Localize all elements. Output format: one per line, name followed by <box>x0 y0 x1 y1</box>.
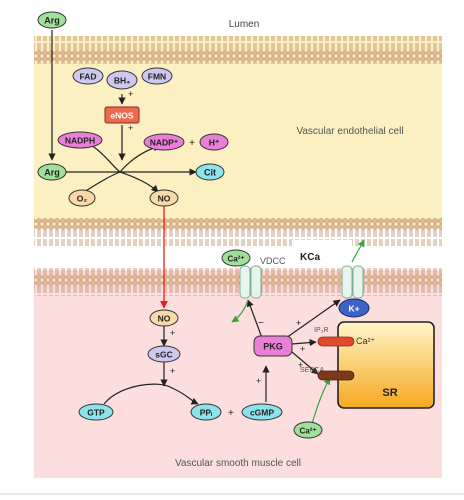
vdcc-channel-right <box>250 265 262 299</box>
node-pkg: PKG <box>253 335 293 357</box>
node-sgc: sGC <box>147 345 181 363</box>
endothelial-cell-label: Vascular endothelial cell <box>296 126 403 137</box>
calcium-uptake-arrow <box>311 377 331 425</box>
node-fmn: FMN <box>141 67 173 85</box>
serca-pump <box>317 370 355 381</box>
sgc-plus-sign: + <box>170 366 175 376</box>
pkg-to-ip3r-arrow <box>291 338 317 347</box>
node-bh4: BH₄ <box>106 70 138 90</box>
cgmp-label: cGMP <box>250 408 274 418</box>
gtp-conversion-curve <box>103 383 199 405</box>
pkg-vdcc-minus-sign: − <box>258 318 264 329</box>
sr-label: SR <box>382 387 397 399</box>
vdcc-label: VDCC <box>260 256 286 266</box>
node-h-plus: H⁺ <box>199 133 229 151</box>
lumen-label: Lumen <box>229 19 260 30</box>
node-arg-cell: Arg <box>37 163 67 181</box>
pkg-to-kca-arrow <box>285 299 341 339</box>
node-cgmp: cGMP <box>241 403 283 421</box>
cit-label: Cit <box>204 168 216 178</box>
pkg-label: PKG <box>263 342 283 352</box>
endothelial-apical-membrane <box>34 36 442 64</box>
potassium-efflux-arrow <box>351 239 365 263</box>
serca-label: SERCA <box>300 367 324 374</box>
node-nadph: NADPH <box>57 131 103 149</box>
h-plus-label: H⁺ <box>209 138 220 148</box>
ip3r-channel <box>317 336 355 347</box>
ca-serca-label: Ca²⁺ <box>299 427 316 436</box>
endothelial-basal-membrane <box>34 218 442 246</box>
cofactor-plus-sign: + <box>128 89 133 99</box>
nadp-plus-label: NADP⁺ <box>150 138 179 148</box>
node-ca-serca: Ca²⁺ <box>293 421 323 439</box>
pkg-serca-plus-sign: + <box>298 360 303 370</box>
sgc-label: sGC <box>155 350 172 360</box>
ppi-plus-sign: + <box>228 408 234 419</box>
kca-label: KCa <box>300 252 320 263</box>
node-ca-vdcc: Ca²⁺ <box>221 249 251 267</box>
no-production-curve <box>119 171 159 193</box>
smooth-muscle-membrane <box>34 268 442 296</box>
fad-label: FAD <box>80 72 97 82</box>
ip3r-label: IP₃R <box>314 327 329 334</box>
nadph-label: NADPH <box>65 136 95 146</box>
node-no-smooth: NO <box>149 309 179 327</box>
enos-plus-sign: + <box>128 123 133 133</box>
gtp-label: GTP <box>87 408 105 418</box>
vdcc-channel-left <box>239 265 251 299</box>
kca-channel-left <box>341 265 353 299</box>
endothelial-cell-region <box>34 36 442 228</box>
node-cit: Cit <box>195 163 225 181</box>
node-arg-lumen: Arg <box>37 11 67 29</box>
bh4-label: BH₄ <box>114 76 130 86</box>
node-gtp: GTP <box>78 403 114 421</box>
ca-sr-label: Ca²⁺ <box>356 336 376 346</box>
node-k-plus: K+ <box>338 298 370 318</box>
pkg-ip3r-plus-sign: + <box>300 344 305 354</box>
pkg-kca-plus-sign: + <box>296 318 301 328</box>
pkg-to-vdcc-arrow <box>246 299 263 339</box>
fmn-label: FMN <box>148 72 166 82</box>
smooth-muscle-cell-label: Vascular smooth muscle cell <box>175 458 301 469</box>
no-endothelial-label: NO <box>158 194 171 204</box>
kca-label-background <box>292 240 352 268</box>
node-o2: O₂ <box>68 189 96 207</box>
ppi-label: PPᵢ <box>200 408 213 418</box>
node-ppi: PPᵢ <box>190 403 222 421</box>
sarcoplasmic-reticulum <box>337 321 435 409</box>
pkg-to-serca-arrow <box>291 351 319 375</box>
node-nadp-plus: NADP⁺ <box>143 133 185 151</box>
node-no-endothelial: NO <box>149 189 179 207</box>
o2-label: O₂ <box>77 194 88 204</box>
node-enos: eNOS <box>104 106 140 124</box>
arg-cell-label: Arg <box>44 168 60 178</box>
node-fad: FAD <box>72 67 104 85</box>
ca-vdcc-label: Ca²⁺ <box>227 255 244 264</box>
o2-consumption-curve <box>83 171 121 193</box>
kca-channel-right <box>352 265 364 299</box>
k-plus-label: K+ <box>348 304 359 314</box>
no-sgc-plus-sign: + <box>170 328 175 338</box>
arg-lumen-label: Arg <box>44 16 60 26</box>
calcium-influx-arrow <box>231 299 249 323</box>
enos-label: eNOS <box>110 111 133 121</box>
cgmp-pkg-plus-sign: + <box>256 376 261 386</box>
no-smooth-label: NO <box>158 314 171 324</box>
nadp-h-plus-sign: + <box>189 138 195 149</box>
